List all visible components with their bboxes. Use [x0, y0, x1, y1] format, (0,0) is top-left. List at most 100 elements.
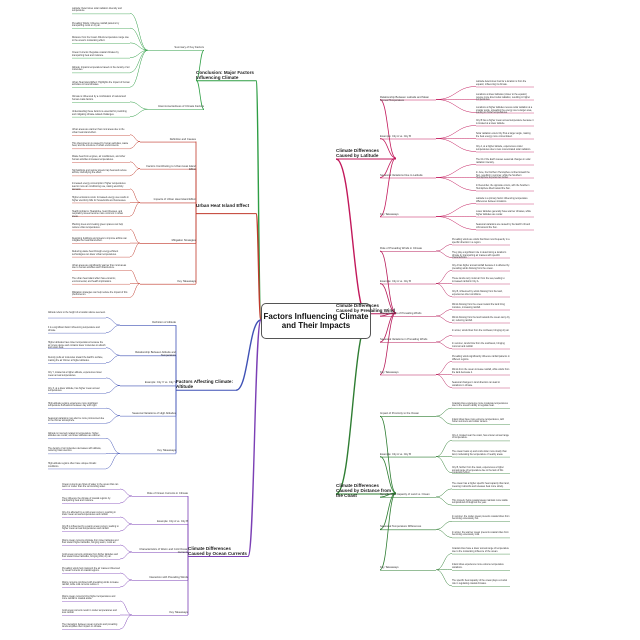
subtopic-label[interactable]: Definition of Altitude — [152, 321, 176, 325]
leaf-text: Warm ocean currents bring higher tempera… — [62, 595, 116, 601]
connector — [435, 341, 453, 349]
leaf-text: Reducing waste heat through energy-effic… — [72, 251, 119, 256]
subtopic-label[interactable]: Relationship Between Altitude and Temper… — [135, 351, 176, 358]
connector — [435, 203, 477, 217]
subtopic-label[interactable]: Specific Heat Capacity of Land vs. Ocean — [380, 493, 430, 496]
connector — [435, 529, 453, 538]
subtopic-label[interactable]: Role of Prevailing Winds in Climate — [380, 247, 422, 250]
leaf-text: Waste heat from engines, air conditioner… — [72, 156, 126, 161]
connector — [119, 600, 133, 616]
subtopic-label[interactable]: Example: City A vs. City B — [380, 279, 411, 283]
subtopic-label[interactable]: Key Takeaways — [380, 212, 399, 216]
connector — [119, 572, 133, 581]
subtopic-label[interactable]: Impact of Proximity to the Ocean — [380, 412, 419, 416]
subtopic-label[interactable]: Role of Ocean Currents in Climate — [147, 492, 188, 495]
subtopic-label[interactable]: Definition and Causes — [169, 137, 196, 141]
connector — [129, 101, 149, 110]
connector — [435, 335, 453, 343]
leaf-text: Planting trees and creating green spaces… — [72, 224, 124, 229]
branch-label[interactable]: Urban Heat Island Effect — [196, 202, 250, 208]
leaf-text: City A, located near the coast, has a lo… — [452, 434, 509, 440]
leaf-text: Prevailing winds help transport the air … — [62, 567, 120, 573]
leaf-text: Mitigation strategies can help reduce th… — [72, 291, 128, 297]
connector — [435, 177, 477, 191]
subtopic-label[interactable]: Key Takeaways — [157, 449, 176, 453]
subtopic-label[interactable]: Interconnectedness of Climate Factors — [157, 105, 204, 109]
connector — [435, 521, 453, 530]
leaf-text: Altitude refers to the height of a locat… — [48, 312, 106, 315]
leaf-text: The density of air molecules decreases w… — [48, 447, 102, 453]
connector — [379, 283, 397, 314]
connector — [379, 492, 397, 530]
connector — [435, 440, 453, 457]
subtopic-label[interactable]: Seasonal Variations in Prevailing Winds — [380, 338, 428, 341]
connector — [435, 138, 477, 152]
connector — [119, 495, 133, 504]
subtopic-label[interactable]: Seasonal Temperature Differences — [380, 525, 422, 529]
subtopic-label[interactable]: Seasonal Variations of High Altitudes — [132, 411, 176, 415]
subtopic-label[interactable]: Key Takeaways — [380, 370, 399, 374]
leaf-text: Altitude is inversely related to tempera… — [48, 432, 101, 438]
subtopic-label[interactable]: Key Takeaways — [380, 565, 399, 569]
subtopic-label[interactable]: Key Takeaways — [177, 279, 196, 283]
connector — [435, 374, 453, 388]
subtopic-label[interactable]: Summary of Key Factors — [174, 46, 204, 50]
leaf-text: Prevailing winds significantly influence… — [452, 356, 510, 361]
connector — [119, 523, 133, 532]
connector — [129, 134, 141, 142]
root-node[interactable]: Factors Influencing Climate and Their Im… — [261, 303, 371, 339]
connector — [435, 315, 453, 323]
subtopic-label[interactable]: Characteristics of Prevailing Winds — [380, 312, 422, 315]
subtopic-label[interactable]: Example: City A vs. City B — [380, 452, 411, 456]
leaf-text: Latitude is a primary factor influencing… — [476, 198, 528, 203]
subtopic-label[interactable]: Mitigation Strategies — [171, 239, 196, 243]
subtopic-label[interactable]: Key Takeaways — [169, 611, 188, 614]
leaf-text: Higher emissions costs: Increased energy… — [72, 196, 129, 202]
connector — [129, 188, 141, 203]
leaf-text: City A has higher annual rainfall becaus… — [452, 265, 510, 270]
connector — [435, 415, 453, 425]
connector — [129, 27, 149, 51]
connector — [247, 319, 262, 558]
connector — [119, 544, 133, 553]
leaf-text: These winds carry moist air from the sea… — [452, 278, 505, 283]
connector — [105, 377, 121, 386]
leaf-text: In summer, the cooler ocean prevents coa… — [452, 515, 510, 521]
branch-label[interactable]: Conclusion: Major Factors Influencing Cl… — [196, 69, 254, 80]
leaf-text: They play a significant role in determin… — [452, 252, 507, 260]
connector — [129, 13, 149, 51]
leaf-text: City X, at a lower altitude, has higher … — [48, 387, 100, 393]
connector — [129, 50, 149, 88]
subtopic-label[interactable]: Example: City A vs. City B — [380, 134, 411, 138]
subtopic-label[interactable]: Example: City X vs. City Y — [144, 381, 176, 385]
connector — [105, 407, 121, 416]
connector — [105, 355, 121, 364]
subtopic-label[interactable]: Factors Contributing to Urban Heat Islan… — [146, 164, 196, 171]
branch-label[interactable]: Climate Differences Caused by Distance f… — [336, 482, 392, 499]
subtopic-label[interactable]: Seasonal Variations Due to Latitude — [380, 173, 423, 177]
connector — [129, 168, 141, 176]
leaf-text: Winds blowing from the ocean toward the … — [452, 304, 505, 309]
leaf-text: The ocean heats up and cools down more s… — [452, 451, 507, 456]
leaf-text: Coastal cities experience more moderate … — [452, 402, 508, 408]
subtopic-label[interactable]: Impacts of Urban Heat Island Effect — [153, 198, 196, 202]
subtopic-label[interactable]: Interaction with Prevailing Winds — [149, 576, 188, 579]
leaf-text: In summer, winds blow from the southwest… — [452, 343, 505, 348]
connector — [435, 569, 453, 587]
connector — [335, 158, 370, 321]
branch-label[interactable]: Factors Affecting Climate: Altitude — [176, 379, 234, 390]
connector — [129, 109, 149, 117]
connector — [435, 125, 477, 139]
branch-label[interactable]: Climate Differences Caused by Latitude — [336, 148, 379, 159]
connector — [129, 269, 141, 284]
connector — [435, 553, 453, 570]
connector — [435, 250, 453, 258]
connector — [435, 283, 453, 297]
connector — [129, 161, 141, 169]
branch-label[interactable]: Climate Differences Caused by Ocean Curr… — [188, 545, 247, 556]
branch-label[interactable]: Climate Differences Caused by Prevailing… — [336, 302, 395, 313]
subtopic-label[interactable]: Characteristics of Warm and Cold Ocean C… — [139, 548, 188, 555]
connector — [435, 361, 453, 375]
subtopic-label[interactable]: Example: City A vs. City B — [157, 520, 188, 523]
subtopic-label[interactable]: Relationship Between Latitude and Mean A… — [380, 95, 430, 102]
